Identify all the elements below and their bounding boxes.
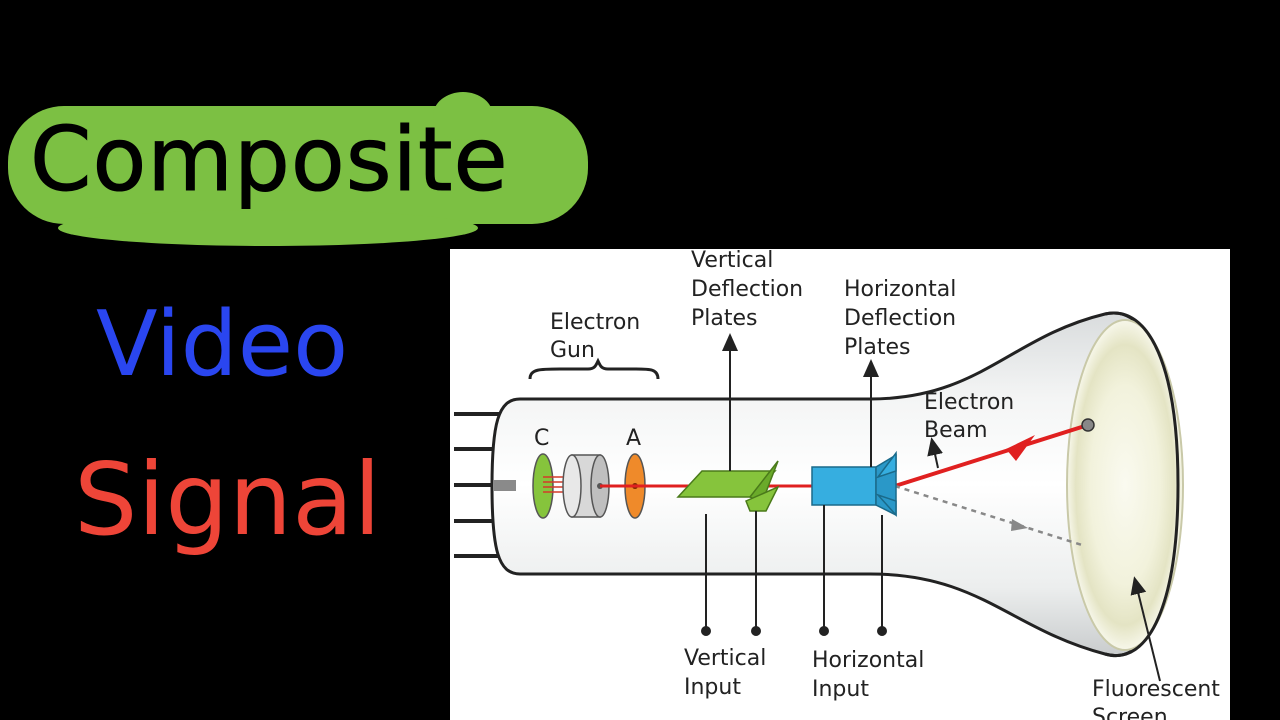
crt-diagram: Electron Gun C A Vertical Deflection Pla… — [454, 249, 1220, 720]
horizontal-deflection-plates — [811, 450, 897, 517]
label-fluorescent-screen-1: Fluorescent — [1092, 677, 1220, 702]
label-horizontal-input-1: Horizontal — [812, 648, 924, 673]
composite-title-badge — [8, 92, 588, 246]
label-hdp-3: Plates — [844, 335, 910, 360]
cathode-disc — [532, 453, 554, 519]
label-vertical-input-2: Input — [684, 675, 741, 700]
label-hdp-1: Horizontal — [844, 277, 956, 302]
label-hdp-2: Deflection — [844, 306, 956, 331]
electron-gun-brace — [528, 357, 660, 380]
label-vertical-input-1: Vertical — [684, 646, 766, 671]
title-composite: Composite — [30, 108, 509, 212]
label-vdp-1: Vertical — [691, 249, 773, 273]
label-electron-gun-2: Gun — [550, 338, 595, 363]
label-anode: A — [626, 426, 641, 451]
heater-filament — [494, 480, 516, 491]
label-beam-1: Electron — [924, 390, 1014, 415]
label-cathode: C — [534, 426, 549, 451]
vertical-deflection-plates — [676, 460, 780, 512]
title-signal: Signal — [74, 441, 382, 558]
crt-diagram-panel: Electron Gun C A Vertical Deflection Pla… — [450, 249, 1230, 720]
electron-beam-deflected — [894, 423, 1089, 488]
label-horizontal-input-2: Input — [812, 677, 869, 702]
title-video: Video — [96, 292, 349, 397]
beam-arrowhead — [1006, 435, 1035, 461]
label-vdp-3: Plates — [691, 306, 757, 331]
label-beam-2: Beam — [924, 418, 988, 443]
label-electron-gun-1: Electron — [550, 310, 640, 335]
fluorescent-screen — [1066, 319, 1184, 651]
label-fluorescent-screen-2: Screen — [1092, 705, 1168, 720]
undeflected-path — [894, 484, 1083, 547]
beam-spot — [1081, 418, 1095, 432]
label-vdp-2: Deflection — [691, 277, 803, 302]
